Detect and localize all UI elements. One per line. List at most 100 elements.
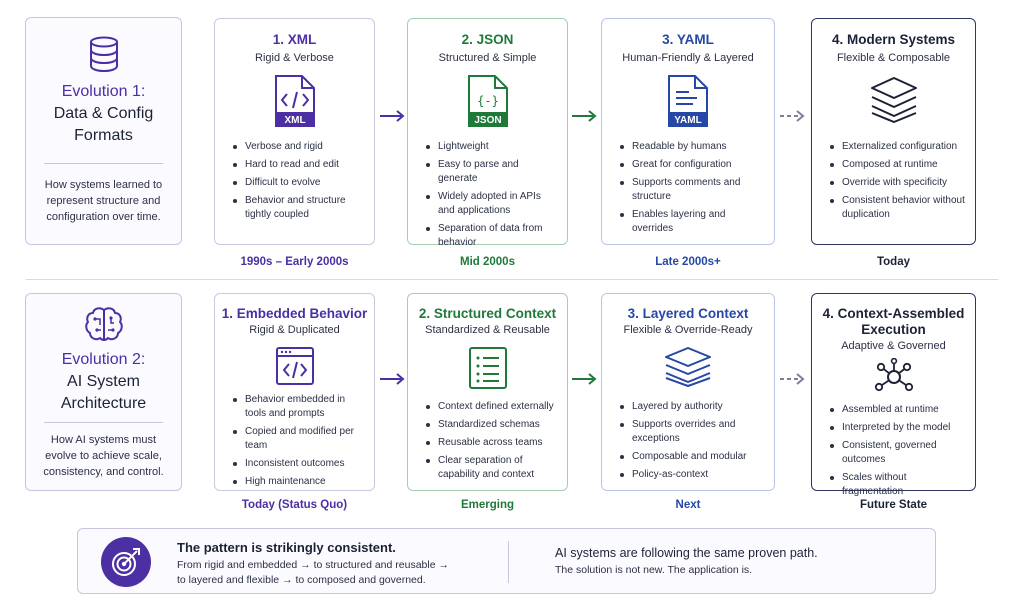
stage-json-era: Mid 2000s: [460, 256, 515, 268]
code-window-icon: [215, 346, 374, 386]
evolution2-title-line3: Architecture: [60, 395, 147, 412]
list-item: Behavior embedded in tools and prompts: [231, 393, 366, 421]
stage-structured-subtitle: Standardized & Reusable: [425, 324, 550, 336]
target-arrow-icon: [101, 537, 151, 587]
list-item: Separation of data from behavior: [424, 222, 559, 250]
list-item: Supports comments and structure: [618, 176, 766, 204]
list-item: Inconsistent outcomes: [231, 457, 366, 471]
evolution1-title: Evolution 1: Data & Config Formats: [26, 81, 181, 147]
banner-right-title: AI systems are following the same proven…: [555, 546, 818, 560]
list-item: Supports overrides and exceptions: [618, 418, 766, 446]
stage-yaml-bullets: Readable by humans Great for configurati…: [618, 140, 766, 240]
list-item: Composed at runtime: [828, 158, 967, 172]
stage-context-assembled-era: Future State: [859, 499, 928, 511]
list-item: Standardized schemas: [424, 418, 559, 432]
json-file-label: JSON: [474, 115, 501, 126]
list-item: Interpreted by the model: [828, 421, 967, 435]
stage-modern-subtitle: Flexible & Composable: [836, 52, 951, 64]
stage-context-assembled-card: 4. Context-Assembled Execution Adaptive …: [811, 293, 976, 497]
stage-layered-title: 3. Layered Context: [627, 306, 749, 321]
network-hub-icon: [812, 358, 975, 396]
arrow-right-icon: [572, 373, 597, 385]
list-item: Clear separation of capability and conte…: [424, 454, 559, 482]
stage-context-assembled-title: 4. Context-Assembled Execution: [816, 306, 971, 338]
arrow-dashed-right-icon: [780, 373, 805, 385]
stage-json-title: 2. JSON: [461, 32, 514, 47]
yaml-file-icon: YAML: [602, 74, 774, 128]
xml-file-label: XML: [284, 115, 305, 126]
list-item: Composable and modular: [618, 450, 766, 464]
stage-xml-title: 1. XML: [272, 32, 317, 47]
stage-xml-era: 1990s – Early 2000s: [240, 256, 349, 268]
evolution1-divider: [44, 163, 163, 164]
stage-yaml-card: 3. YAML Human-Friendly & Layered YAML Re…: [601, 18, 775, 245]
list-item: Verbose and rigid: [231, 140, 366, 154]
evolution2-divider: [44, 422, 163, 423]
banner-divider: [508, 541, 509, 583]
stage-context-assembled-title-line1: 4. Context-Assembled: [822, 306, 965, 321]
stage-context-assembled-title-line2: Execution: [861, 322, 926, 337]
stage-structured-card: 2. Structured Context Standardized & Reu…: [407, 293, 568, 491]
stage-xml-bullets: Verbose and rigid Hard to read and edit …: [231, 140, 366, 226]
stage-modern-era: Today: [876, 256, 910, 268]
list-item: Externalized configuration: [828, 140, 967, 154]
evolution1-title-line1: Evolution 1:: [61, 83, 146, 100]
stage-layered-card: 3. Layered Context Flexible & Override-R…: [601, 293, 775, 491]
banner-right-text: The solution is not new. The application…: [555, 564, 753, 576]
list-item: Lightweight: [424, 140, 559, 154]
evolution1-card: Evolution 1: Data & Config Formats How s…: [25, 17, 182, 245]
stage-modern-card: 4. Modern Systems Flexible & Composable …: [811, 18, 976, 245]
row-divider: [26, 279, 998, 280]
layers-icon: [812, 76, 975, 124]
list-document-icon: [408, 346, 567, 390]
stage-context-assembled-bullets: Assembled at runtime Interpreted by the …: [828, 403, 967, 503]
stage-embedded-card: 1. Embedded Behavior Rigid & Duplicated …: [214, 293, 375, 491]
evolution1-title-line2: Data & Config: [53, 105, 154, 122]
stage-xml-subtitle: Rigid & Verbose: [255, 52, 334, 64]
json-file-icon: {-} JSON: [408, 74, 567, 128]
evolution2-description: How AI systems must evolve to achieve sc…: [43, 434, 164, 478]
stage-yaml-title: 3. YAML: [662, 32, 714, 47]
arrow-right-icon: [572, 110, 597, 122]
stage-structured-era: Emerging: [460, 499, 515, 511]
list-item: Context defined externally: [424, 400, 559, 414]
list-item: High maintenance: [231, 475, 366, 489]
stage-json-card: 2. JSON Structured & Simple {-} JSON Lig…: [407, 18, 568, 248]
stage-layered-bullets: Layered by authority Supports overrides …: [618, 400, 766, 486]
stage-layered-era: Next: [675, 499, 701, 511]
evolution2-title-line2: AI System: [67, 373, 140, 390]
stage-json-bullets: Lightweight Easy to parse and generate W…: [424, 140, 559, 254]
list-item: Assembled at runtime: [828, 403, 967, 417]
list-item: Enables layering and overrides: [618, 208, 766, 236]
banner-text-line1: From rigid and embedded → to structured …: [177, 559, 449, 571]
stage-yaml-subtitle: Human-Friendly & Layered: [622, 52, 754, 64]
list-item: Scales without fragmentation: [828, 471, 967, 499]
xml-file-icon: XML: [215, 74, 374, 128]
database-icon: [26, 36, 181, 72]
stage-modern-title: 4. Modern Systems: [831, 32, 956, 47]
list-item: Override with specificity: [828, 176, 967, 190]
list-item: Great for configuration: [618, 158, 766, 172]
banner-text-line2: to layered and flexible → to composed an…: [177, 574, 426, 586]
arrow-right-icon: [380, 110, 405, 122]
evolution2-title: Evolution 2: AI System Architecture: [26, 349, 181, 415]
stage-embedded-bullets: Behavior embedded in tools and prompts C…: [231, 393, 366, 493]
svg-text:{-}: {-}: [477, 94, 499, 108]
brain-circuit-icon: [26, 306, 181, 342]
layers-icon: [602, 346, 774, 388]
stage-json-subtitle: Structured & Simple: [438, 52, 537, 64]
list-item: Difficult to evolve: [231, 176, 366, 190]
summary-banner: The pattern is strikingly consistent. Fr…: [77, 528, 936, 594]
list-item: Easy to parse and generate: [424, 158, 559, 186]
list-item: Widely adopted in APIs and applications: [424, 190, 559, 218]
stage-embedded-title: 1. Embedded Behavior: [221, 306, 368, 321]
stage-structured-title: 2. Structured Context: [418, 306, 557, 321]
evolution1-description: How systems learned to represent structu…: [44, 179, 163, 223]
stage-structured-bullets: Context defined externally Standardized …: [424, 400, 559, 486]
stage-embedded-subtitle: Rigid & Duplicated: [249, 324, 340, 336]
banner-title: The pattern is strikingly consistent.: [177, 540, 396, 555]
stage-yaml-era: Late 2000s+: [655, 256, 721, 268]
stage-embedded-era: Today (Status Quo): [241, 499, 348, 511]
banner-text: From rigid and embedded → to structured …: [177, 558, 477, 588]
stage-context-assembled-subtitle: Adaptive & Governed: [841, 340, 946, 352]
